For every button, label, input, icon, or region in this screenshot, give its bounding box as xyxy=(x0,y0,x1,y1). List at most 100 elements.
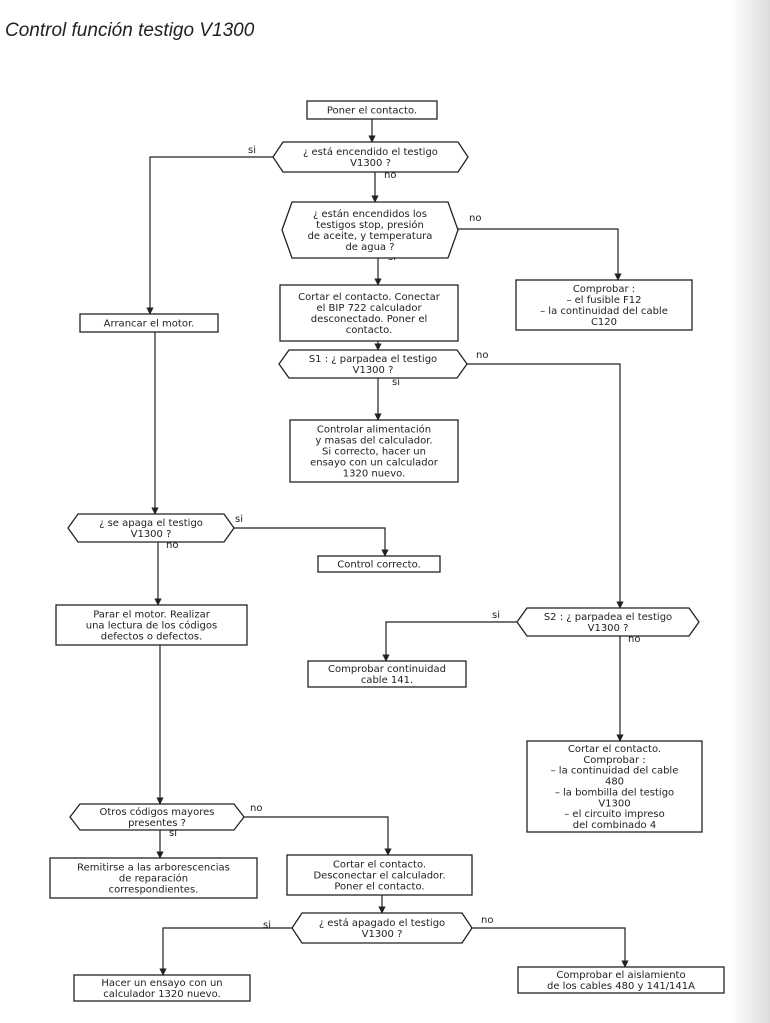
step-text: cable 141. xyxy=(361,675,413,686)
decision-shape xyxy=(281,201,459,259)
connector-d7-e2: no xyxy=(472,915,629,968)
step-text: defectos o defectos. xyxy=(101,632,203,643)
decision-shape xyxy=(516,607,700,637)
step-text: Control correcto. xyxy=(337,560,420,571)
connector-line xyxy=(159,927,292,976)
step-text: desconectado. Poner el xyxy=(311,314,428,325)
branch-label-no: no xyxy=(166,540,178,551)
step-cc: Control correcto. xyxy=(317,555,441,573)
step-text: calculador 1320 nuevo. xyxy=(103,989,220,1000)
step-text: Remitirse a las arborescencias xyxy=(77,863,230,874)
step-text: Comprobar : xyxy=(583,755,645,766)
step-text: 480 xyxy=(605,777,624,788)
step-text: Cortar el contacto. Conectar xyxy=(298,292,441,303)
branch-label-si: si xyxy=(169,828,177,839)
step-text: Cortar el contacto. xyxy=(568,744,661,755)
connector-d5-c3: no xyxy=(616,634,640,742)
step-box xyxy=(279,284,459,342)
step-c3: Cortar el contacto.Comprobar :– la conti… xyxy=(526,740,703,833)
step-text: – el circuito impreso xyxy=(564,809,665,820)
connector-line xyxy=(472,927,629,968)
decision-shape xyxy=(272,141,469,173)
branch-label-no: no xyxy=(384,170,396,181)
branch-label-si: si xyxy=(392,377,400,388)
step-text: Controlar alimentación xyxy=(317,424,431,436)
branch-label-no: no xyxy=(628,634,640,645)
step-text: V1300 xyxy=(598,798,630,809)
branch-label-si: si xyxy=(235,514,243,525)
connector-line xyxy=(146,156,273,315)
step-text: – el fusible F12 xyxy=(566,295,641,306)
step-box xyxy=(317,555,441,573)
connector-d1-d2: no xyxy=(371,170,396,203)
step-text: Hacer un ensayo con un xyxy=(101,978,222,989)
connector-line xyxy=(458,228,622,281)
step-text: V1300 ? xyxy=(350,158,391,169)
step-box xyxy=(73,974,251,1002)
step-box xyxy=(515,279,693,331)
step-n1: Poner el contacto. xyxy=(306,100,438,120)
connector-d2-c1: no xyxy=(458,213,622,281)
step-text: correspondientes. xyxy=(109,885,199,896)
step-box xyxy=(55,604,248,646)
step-text: S1 : ¿ parpadea el testigo xyxy=(309,354,437,365)
step-c1: Comprobar :– el fusible F12– la continui… xyxy=(515,279,693,331)
step-text: – la continuidad del cable xyxy=(551,766,679,777)
connector-d5-c2: si xyxy=(382,610,517,662)
step-text: V1300 ? xyxy=(588,623,629,634)
step-text: V1300 ? xyxy=(131,529,172,540)
step-text: Desconectar el calculador. xyxy=(313,871,445,882)
branch-label-si: si xyxy=(263,920,271,931)
step-text: Comprobar el aislamiento xyxy=(556,970,685,981)
step-text: Poner el contacto. xyxy=(327,106,417,117)
decision-shape xyxy=(291,912,473,944)
step-text: Poner el contacto. xyxy=(334,882,424,893)
step-a4: Cortar el contacto.Desconectar el calcul… xyxy=(286,854,473,896)
branch-label-no: no xyxy=(476,350,488,361)
connector-d4-a3: no xyxy=(154,540,178,606)
step-text: – la bombilla del testigo xyxy=(555,787,674,798)
step-text: contacto. xyxy=(346,325,393,336)
branch-label-si: si xyxy=(248,145,256,156)
connector-d3-d5: no xyxy=(467,350,624,609)
connector-line xyxy=(467,363,624,609)
step-text: V1300 ? xyxy=(362,929,403,940)
step-text: de los cables 480 y 141/141A xyxy=(547,981,695,992)
step-box xyxy=(307,660,467,688)
step-text: – la continuidad del cable xyxy=(540,306,668,317)
step-text: Si correcto, hacer un xyxy=(322,447,426,458)
step-box xyxy=(306,100,438,120)
connector-line xyxy=(382,621,517,662)
decision-shape xyxy=(69,803,245,831)
step-box xyxy=(526,740,703,833)
step-text: Otros códigos mayores xyxy=(100,806,215,818)
step-text: Comprobar continuidad xyxy=(328,664,446,675)
step-text: ¿ está encendido el testigo xyxy=(303,146,438,158)
connector-d1-arr: si xyxy=(146,145,273,315)
step-text: de aceite, y temperatura xyxy=(308,231,433,242)
branch-label-no: no xyxy=(469,213,481,224)
step-box xyxy=(289,419,459,483)
step-text: S2 : ¿ parpadea el testigo xyxy=(544,612,672,623)
step-text: de agua ? xyxy=(345,242,394,253)
connector-d3-a2: si xyxy=(374,377,400,421)
step-text: ¿ está apagado el testigo xyxy=(319,917,445,929)
connector-line xyxy=(234,527,389,557)
decision-shape xyxy=(67,513,235,543)
step-text: ensayo con un calculador xyxy=(310,458,439,469)
step-text: ¿ se apaga el testigo xyxy=(99,518,203,529)
connector-d6-r1: si xyxy=(156,828,177,859)
